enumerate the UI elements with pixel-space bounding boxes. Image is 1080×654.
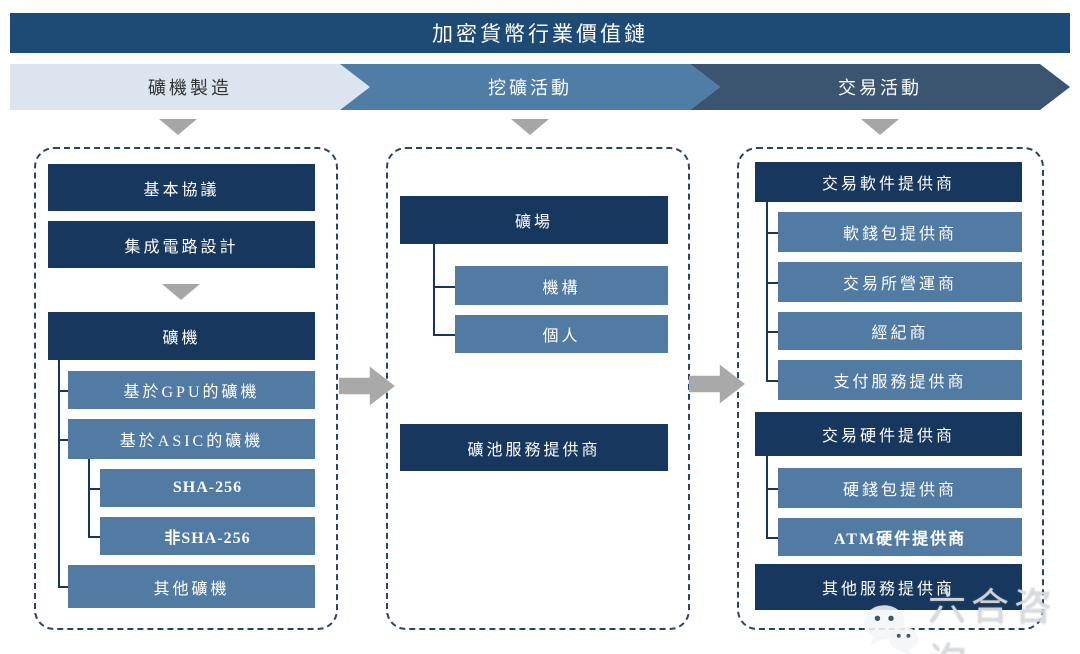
box-hard-wallet: 硬錢包提供商 bbox=[778, 468, 1022, 508]
wechat-icon bbox=[860, 598, 922, 654]
connector-line bbox=[58, 360, 60, 587]
box-atm-provider: ATM硬件提供商 bbox=[778, 518, 1022, 556]
box-payment-provider: 支付服務提供商 bbox=[778, 360, 1022, 400]
box-other-provider: 其他服務提供商 bbox=[755, 564, 1022, 610]
connector-line bbox=[88, 459, 90, 537]
box-other-miners: 其他礦機 bbox=[68, 565, 315, 608]
box-sha256: SHA-256 bbox=[100, 469, 315, 507]
watermark-label: 六合咨询 bbox=[928, 587, 1058, 654]
triangle-down-icon bbox=[861, 119, 899, 135]
box-institution: 機構 bbox=[455, 266, 668, 305]
box-asic-miner: 基於ASIC的礦機 bbox=[68, 419, 315, 459]
box-soft-wallet: 軟錢包提供商 bbox=[778, 212, 1022, 252]
box-gpu-miner: 基於GPU的礦機 bbox=[68, 371, 315, 409]
box-hardware-provider: 交易硬件提供商 bbox=[755, 412, 1022, 456]
connector-line bbox=[766, 331, 778, 333]
connector-line bbox=[88, 536, 100, 538]
box-mine-farm: 礦場 bbox=[400, 196, 668, 244]
connector-line bbox=[766, 202, 768, 380]
stage-manufacturing: 礦機製造 bbox=[10, 64, 370, 110]
box-exchange-operator: 交易所營運商 bbox=[778, 262, 1022, 302]
watermark: 六合咨询 bbox=[860, 576, 1080, 654]
connector-line bbox=[58, 586, 68, 588]
connector-line bbox=[766, 232, 778, 234]
box-software-provider: 交易軟件提供商 bbox=[755, 162, 1022, 202]
connector-line bbox=[433, 244, 435, 334]
connector-line bbox=[766, 537, 778, 539]
box-ic-design: 集成電路設計 bbox=[48, 221, 315, 268]
diagram-title: 加密貨幣行業價值鏈 bbox=[10, 13, 1070, 53]
panel-manufacturing bbox=[34, 147, 338, 630]
box-broker: 經紀商 bbox=[778, 312, 1022, 350]
triangle-down-icon bbox=[159, 119, 197, 135]
connector-line bbox=[433, 286, 455, 288]
box-basic-protocol: 基本協議 bbox=[48, 164, 315, 211]
box-mining-machine: 礦機 bbox=[48, 312, 315, 360]
stage-trading: 交易活動 bbox=[690, 64, 1070, 110]
triangle-down-icon bbox=[511, 119, 549, 135]
connector-line bbox=[766, 488, 778, 490]
connector-line bbox=[766, 456, 768, 537]
box-pool-provider: 礦池服務提供商 bbox=[400, 424, 668, 471]
connector-line bbox=[58, 390, 68, 392]
connector-line bbox=[766, 380, 778, 382]
box-non-sha256: 非SHA-256 bbox=[100, 517, 315, 555]
connector-line bbox=[766, 282, 778, 284]
connector-line bbox=[58, 439, 68, 441]
box-individual: 個人 bbox=[455, 315, 668, 353]
stage-mining: 挖礦活動 bbox=[340, 64, 720, 110]
connector-line bbox=[433, 334, 455, 336]
connector-line bbox=[88, 488, 100, 490]
